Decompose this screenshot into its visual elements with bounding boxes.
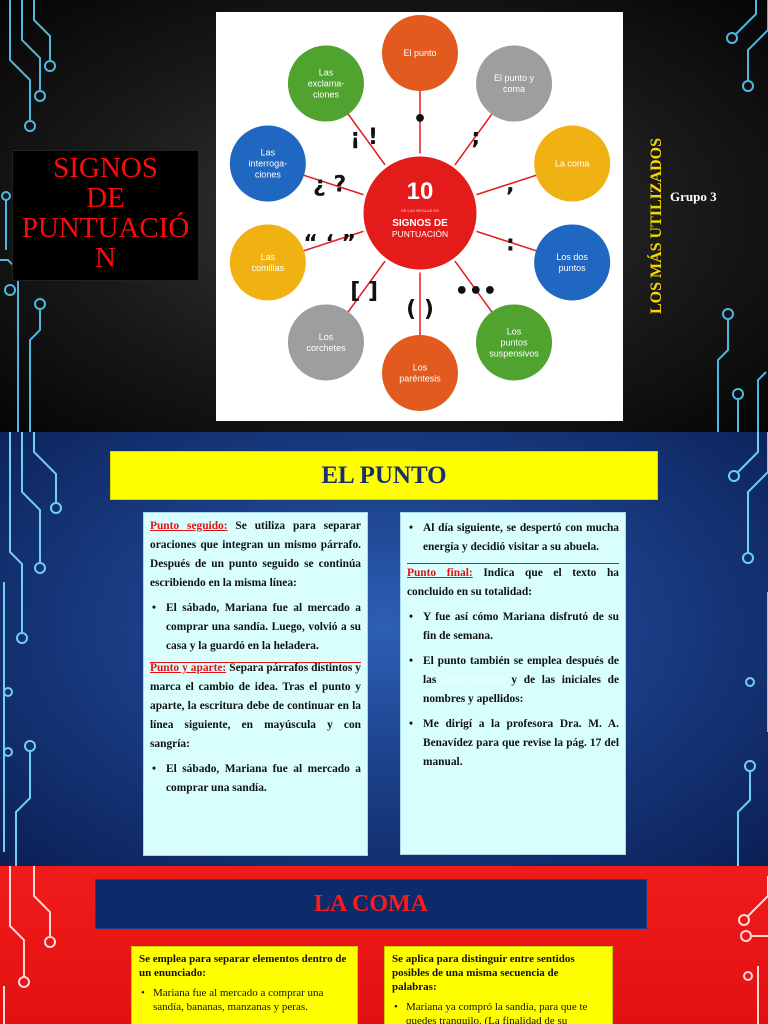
content-box-left: Se emplea para separar elementos dentro … [131, 946, 358, 1024]
punctuation-node [534, 224, 611, 301]
list-item: El sábado, Mariana fue al mercado a comp… [150, 599, 361, 656]
node-label: puntos [501, 337, 529, 347]
keyword-punto-final: Punto final: [407, 567, 473, 579]
slide-signos-de-puntuacion: SIGNOS DE PUNTUACIÓ N El punto • El punto … [0, 0, 768, 432]
punctuation-symbol: ¿ ? [313, 173, 346, 198]
punctuation-symbol: : [506, 231, 515, 256]
title-line: N [95, 242, 116, 274]
node-label: La coma [555, 159, 590, 169]
divider [407, 563, 619, 564]
center-small-text: DE LAS REGLAS DE [401, 208, 440, 213]
slide-title: SIGNOS DE PUNTUACIÓ N [12, 150, 199, 281]
example-list: El sábado, Mariana fue al mercado a comp… [150, 599, 361, 656]
node-label: Los [413, 363, 428, 373]
paragraph-punto-seguido: Punto seguido: Se utiliza para separar o… [150, 517, 361, 593]
section-header: EL PUNTO [110, 451, 658, 500]
abbr-text-post: y de las iniciales de nombres y apellido… [423, 674, 620, 705]
punctuation-symbol: , [506, 173, 514, 198]
punctuation-node [229, 224, 306, 301]
divider [150, 662, 361, 663]
circuit-decoration-left [0, 0, 56, 432]
list-item: El sábado, Mariana fue al mercado a comp… [150, 760, 361, 798]
list-item: Mariana fue al mercado a comprar una san… [139, 986, 350, 1014]
punctuation-node [382, 335, 458, 411]
circuit-decoration-right [738, 876, 768, 1024]
title-line: SIGNOS [53, 152, 158, 184]
title-line: DE [86, 182, 125, 214]
node-label: El punto y [494, 73, 535, 83]
paragraph-punto-y-aparte: Punto y aparte: Separa párrafos distinto… [150, 659, 361, 754]
punctuation-node [287, 304, 364, 381]
punctuation-symbol: ••• [455, 279, 497, 304]
content-box-left: Punto seguido: Se utiliza para separar o… [143, 512, 368, 856]
node-label: corchetes [306, 343, 346, 353]
center-circle [360, 153, 480, 273]
list-item: Me dirigí a la profesora Dra. M. A. Bena… [407, 715, 619, 772]
definition-text: Indica que el texto ha concluido en su t… [407, 567, 619, 598]
node-label: comillas [252, 263, 285, 273]
definition-text: Se utiliza para separar oraciones que in… [150, 520, 361, 589]
paragraph-punto-final: Punto final: Indica que el texto ha conc… [407, 564, 619, 602]
node-label: suspensivos [489, 348, 539, 358]
node-label: coma [503, 84, 525, 94]
center-number: 10 [407, 178, 434, 205]
example-list: Y fue así cómo Mariana disfrutó de su fi… [407, 608, 619, 772]
example-list: Al día siguiente, se despertó con mucha … [407, 519, 619, 557]
center-title: SIGNOS DE [392, 218, 448, 229]
punctuation-node [229, 125, 306, 202]
content-box-right: Al día siguiente, se despertó con mucha … [400, 512, 626, 855]
punctuation-symbol: [ ] [350, 279, 378, 304]
punctuation-symbol: ¡ ! [350, 125, 378, 150]
slide-la-coma: LA COMA Se emplea para separar elementos… [0, 866, 768, 1024]
example-list: El sábado, Mariana fue al mercado a comp… [150, 760, 361, 798]
section-header: LA COMA [95, 879, 647, 929]
node-label: Los [507, 326, 522, 336]
list-item: Mariana ya compró la sandía, para que te… [392, 1000, 605, 1024]
keyword-punto-seguido: Punto seguido: [150, 520, 228, 532]
keyword-punto-y-aparte: Punto y aparte: [150, 662, 227, 674]
node-label: interroga- [249, 159, 288, 169]
definition-text: Separa párrafos distintos y marca el cam… [150, 662, 361, 750]
punctuation-node [476, 45, 553, 122]
node-label: Los dos [556, 252, 588, 262]
punctuation-node [287, 45, 364, 122]
group-label: Grupo 3 [670, 189, 717, 204]
node-label: exclama- [308, 79, 345, 89]
node-label: puntos [559, 263, 587, 273]
punctuation-symbol: “ ‘ ” [303, 231, 356, 256]
title-line: PUNTUACIÓ [21, 212, 190, 244]
list-item: Al día siguiente, se despertó con mucha … [407, 519, 619, 557]
node-label: ciones [313, 90, 340, 100]
list-item: Y fue así cómo Mariana disfrutó de su fi… [407, 608, 619, 646]
punctuation-node [382, 15, 458, 91]
subtitle-vertical-text: LOS MÁS UTILIZADOS [648, 137, 665, 315]
node-label: Las [261, 148, 276, 158]
node-label: Los [319, 332, 334, 342]
box-heading: Se aplica para distinguir entre sentidos… [392, 953, 575, 993]
node-label: paréntesis [399, 374, 441, 384]
circuit-decoration-right [717, 0, 768, 432]
subtitle-vertical: LOS MÁS UTILIZADOS [645, 118, 669, 334]
box-heading: Se emplea para separar elementos dentro … [139, 953, 347, 979]
node-label: El punto [403, 48, 436, 58]
node-label: Las [261, 252, 276, 262]
punctuation-node [534, 125, 611, 202]
circuit-decoration-left [3, 432, 62, 866]
abbr-link[interactable]: abreviaturas [442, 674, 505, 686]
circuit-decoration-left [3, 866, 56, 1024]
punctuation-symbol: ( ) [406, 297, 434, 322]
punctuation-symbol: • [413, 107, 427, 132]
content-box-right: Se aplica para distinguir entre sentidos… [384, 946, 613, 1024]
list-item: El punto también se emplea después de la… [407, 652, 619, 709]
circuit-decoration-right [728, 432, 768, 866]
punctuation-symbol: ; [471, 125, 480, 150]
slide-el-punto: EL PUNTO Punto seguido: Se utiliza para … [0, 432, 768, 866]
punctuation-node [476, 304, 553, 381]
node-label: Las [319, 68, 334, 78]
center-subtitle: PUNTUACIÓN [392, 229, 448, 239]
abbr-text-pre: El punto también se emplea después de la… [423, 655, 619, 686]
node-label: ciones [255, 170, 282, 180]
